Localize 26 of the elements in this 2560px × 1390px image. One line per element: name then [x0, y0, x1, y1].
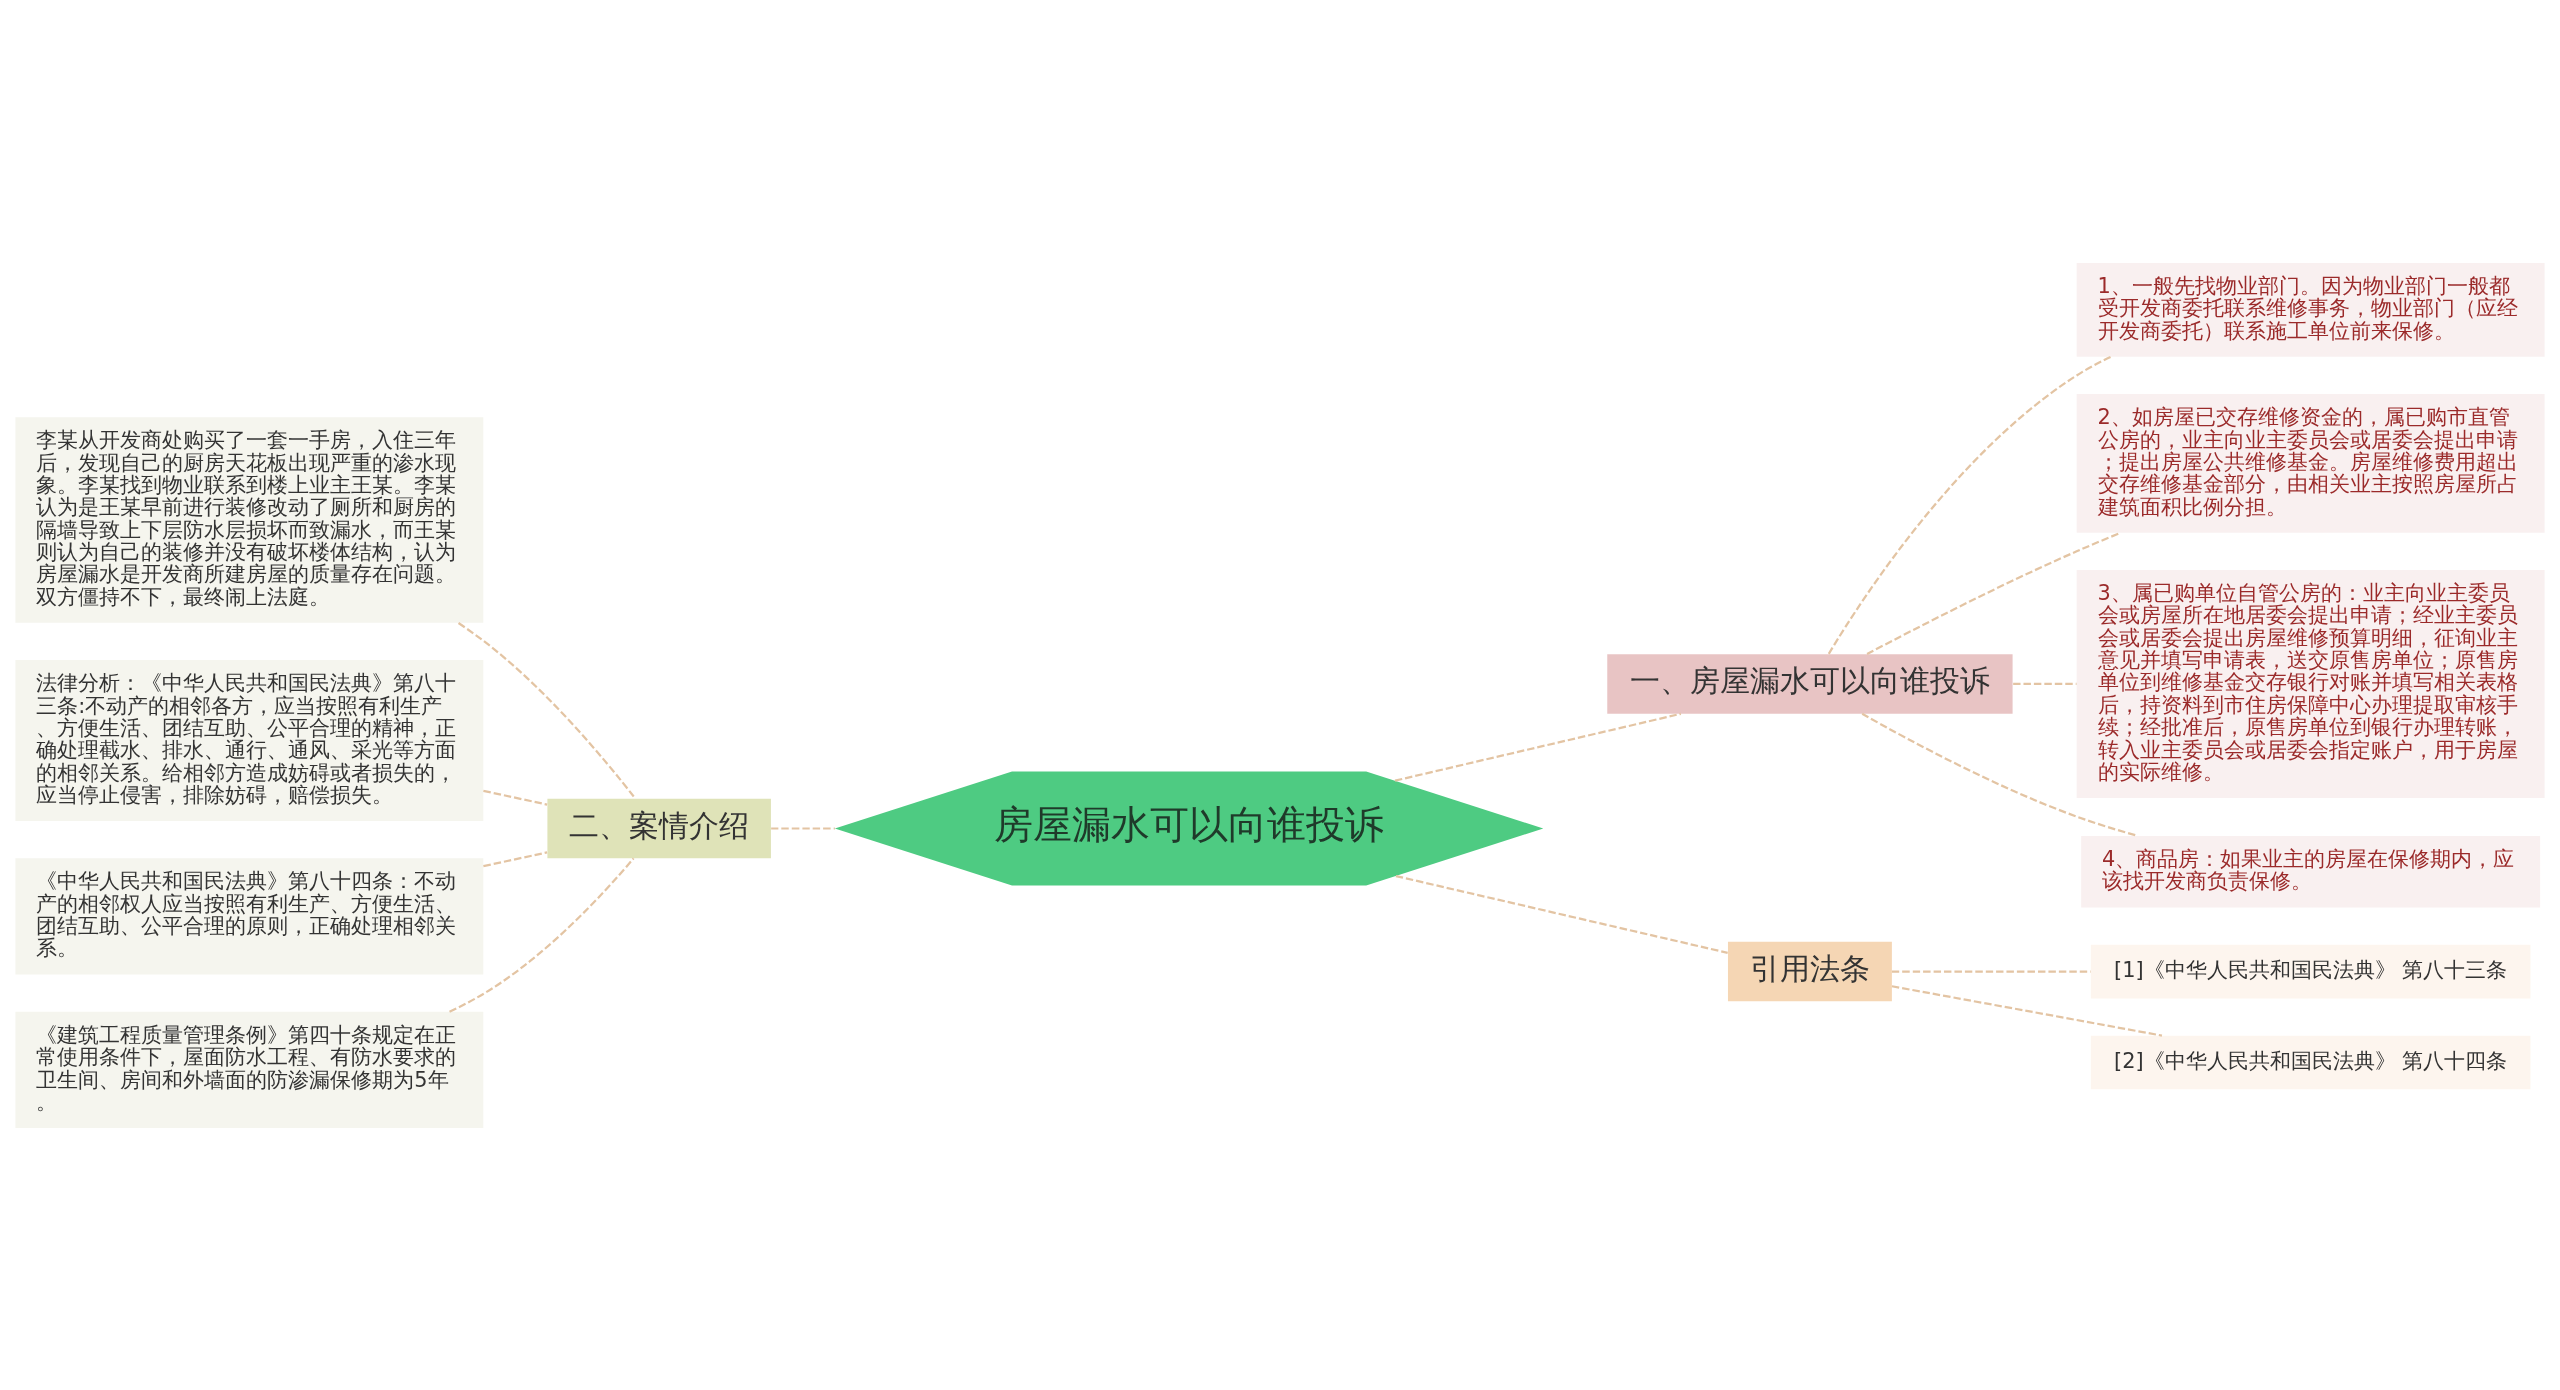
node-box: 《建筑工程质量管理条例》第四十条规定在正常使用条件下，屋面防水工程、有防水要求的卫生间、房间和外墙面的防渗漏保修期为5年。 [15, 1011, 484, 1128]
connector [1861, 712, 2138, 837]
node-box: 《中华人民共和国民法典》第八十四条：不动产的相邻权人应当按照有利生产、方便生活、团结互助、公平合理的原则，正确处理相邻关系。 [15, 857, 484, 975]
connector [1891, 984, 2163, 1037]
node-box: 引用法条 [1727, 941, 1892, 1001]
node-box: 1、一般先找物业部门。因为物业部门一般都受开发商委托联系维修事务，物业部门（应经开发商委托）联系施工单位前来保修。 [2076, 262, 2545, 357]
connector [449, 857, 635, 1013]
node-box: 二、案情介绍 [547, 798, 771, 858]
node-box: 李某从开发商处购买了一套一手房，入住三年后，发现自己的厨房天花板出现严重的渗水现象。李某找到物业联系到楼上业主王某。李某认为是王某早前进行装修改动了厕所和厨房的隔墙导致上下层防水层损坏而致漏水，而王某则认为自己的装修并没有破坏楼体结构，认为房屋漏水是开发商所建房屋的质量存在问题。双方僵持不下，最终闹上法庭。 [15, 416, 484, 623]
connector [1891, 969, 2091, 973]
connector [1394, 712, 1682, 782]
node-box: 3、属已购单位自管公房的：业主向业主委员会或房屋所在地居委会提出申请；经业主委员会或居委会提出房屋维修预算明细，征询业主意见并填写申请表，送交原售房单位；原售房单位到维修基金交存银行对账并填写相关表格后，持资料到市住房保障中心办理提取审核手续；经批准后，原售房单位到银行办理转账，转入业主委员会或居委会指定账户，用于房屋的实际维修。 [2076, 569, 2545, 798]
node-box: 法律分析：《中华人民共和国民法典》第八十三条:不动产的相邻各方，应当按照有利生产、方便生活、团结互助、公平合理的精神，正确处理截水、排水、通行、通风、采光等方面的相邻关系。给相邻方造成妨碍或者损失的，应当停止侵害，排除妨碍，赔偿损失。 [15, 659, 484, 821]
node-box: 2、如房屋已交存维修资金的，属已购市直管公房的，业主向业主委员会或居委会提出申请；提出房屋公共维修基金。房屋维修费用超出交存维修基金部分，由相关业主按照房屋所占建筑面积比例分担。 [2076, 393, 2545, 533]
node-box: [2]《中华人民共和国民法典》 第八十四条 [2090, 1035, 2531, 1089]
connector [2013, 682, 2077, 685]
node-box: 4、商品房：如果业主的房屋在保修期内，应该找开发商负责保修。 [2081, 835, 2541, 907]
connector [1866, 531, 2122, 655]
connector [771, 826, 835, 830]
connector [483, 850, 548, 867]
connector [1395, 874, 1728, 954]
connector [1827, 355, 2112, 654]
connector [483, 789, 548, 806]
node-box: 一、房屋漏水可以向谁投诉 [1607, 653, 2013, 714]
connector [457, 621, 636, 799]
node-box: [1]《中华人民共和国民法典》 第八十三条 [2090, 944, 2531, 998]
